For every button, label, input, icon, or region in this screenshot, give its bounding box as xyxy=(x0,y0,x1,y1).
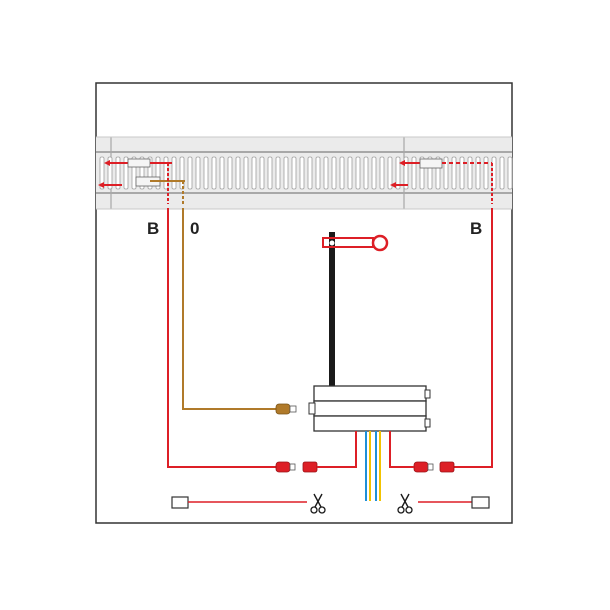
signal-lamp xyxy=(371,234,389,252)
rail-clip xyxy=(127,158,151,168)
track-sleeper xyxy=(323,156,329,190)
control-unit xyxy=(308,385,431,432)
track-sleeper xyxy=(499,156,505,190)
track-sleeper xyxy=(467,156,473,190)
connector-block xyxy=(171,496,189,509)
track-sleeper xyxy=(459,156,465,190)
control-unit-top xyxy=(313,385,427,402)
control-unit-middle xyxy=(313,400,427,417)
control-unit-bottom xyxy=(313,415,427,432)
track-sleeper xyxy=(211,156,217,190)
track-sleeper xyxy=(99,156,105,190)
left-red-plugs xyxy=(275,461,318,473)
track-sleeper xyxy=(379,156,385,190)
unit-red-lead-left xyxy=(317,431,357,468)
track-sleeper xyxy=(275,156,281,190)
track-sleeper xyxy=(395,156,401,190)
supply-cable xyxy=(365,431,381,501)
track-sleeper xyxy=(315,156,321,190)
scissors-icon xyxy=(310,493,326,514)
brown-plug xyxy=(275,403,297,415)
right-track-feeder xyxy=(390,158,493,204)
track-sleeper xyxy=(451,156,457,190)
track-sleeper xyxy=(387,156,393,190)
track-sleeper xyxy=(243,156,249,190)
scissors-icon xyxy=(397,493,413,514)
rail-clip xyxy=(419,158,443,169)
right-cut-lead xyxy=(397,493,490,514)
track-sleeper xyxy=(195,156,201,190)
label-zero: 0 xyxy=(190,219,199,238)
track-sleeper xyxy=(219,156,225,190)
track-sleeper xyxy=(347,156,353,190)
unit-red-lead-right xyxy=(389,431,414,468)
track-sleeper xyxy=(291,156,297,190)
track-sleeper xyxy=(475,156,481,190)
track-sleeper xyxy=(443,156,449,190)
semaphore-signal-icon xyxy=(322,232,389,386)
track-sleeper xyxy=(179,156,185,190)
track-sleeper xyxy=(483,156,489,190)
track-sleeper xyxy=(331,156,337,190)
left-track-feeder xyxy=(98,158,185,204)
track-sleeper xyxy=(251,156,257,190)
track-sleeper xyxy=(115,156,121,190)
track-sleeper xyxy=(283,156,289,190)
connector-block xyxy=(471,496,490,509)
track-sleeper xyxy=(299,156,305,190)
track-sleeper xyxy=(307,156,313,190)
track-sleeper xyxy=(339,156,345,190)
right-red-plugs xyxy=(413,461,455,473)
track-sleeper xyxy=(507,156,513,190)
track-sleeper xyxy=(171,156,177,190)
track-sleeper xyxy=(187,156,193,190)
track-sleeper xyxy=(235,156,241,190)
track-sleeper xyxy=(227,156,233,190)
track-section xyxy=(96,136,513,210)
brown-wire xyxy=(182,208,276,410)
track-sleeper xyxy=(371,156,377,190)
track-sleeper xyxy=(267,156,273,190)
left-cut-lead xyxy=(171,493,326,514)
label-left-b: B xyxy=(147,219,159,238)
track-sleeper xyxy=(203,156,209,190)
track-sleeper xyxy=(259,156,265,190)
right-red-wire xyxy=(452,208,493,468)
left-red-wire xyxy=(167,208,276,468)
track-sleeper xyxy=(411,156,417,190)
track-sleeper xyxy=(355,156,361,190)
track-sleeper xyxy=(363,156,369,190)
track-sleeper xyxy=(123,156,129,190)
label-right-b: B xyxy=(470,219,482,238)
